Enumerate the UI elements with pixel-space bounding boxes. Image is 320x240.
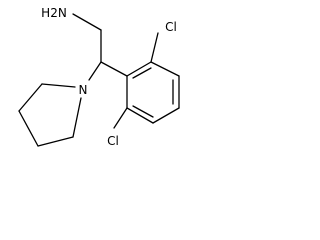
dichlorophenyl-ring — [113, 32, 180, 129]
phenyl-double-bond-c1-c2 — [132, 67, 152, 79]
phenyl-double-bond-c5-c6 — [132, 105, 154, 118]
chlorine-top-label: Cl — [165, 20, 177, 34]
pyrrolidine-bond-c5-n — [72, 97, 82, 138]
bond-phenyl-to-chlorine-top — [150, 32, 159, 63]
phenyl-bond-c5-c6 — [126, 107, 154, 124]
pyrrolidine-nitrogen-label: N — [79, 83, 88, 97]
ethylamine-chain — [72, 13, 128, 81]
pyrrolidine-bond-c3-c4 — [18, 110, 39, 147]
bond-ch-to-pyrrolidine-n — [88, 61, 102, 81]
pyrrolidine-bond-n-c2 — [41, 83, 76, 88]
phenyl-bond-c2-c3 — [150, 61, 180, 77]
pyrrolidine-bond-c4-c5 — [37, 136, 74, 147]
pyrrolidine-ring — [18, 83, 82, 147]
phenyl-bond-c4-c5 — [152, 107, 180, 124]
bond-nh2-to-ch2 — [72, 13, 102, 31]
bond-ch-to-phenyl — [100, 61, 128, 77]
amine-label: H2N — [41, 6, 67, 20]
phenyl-bond-c1-c2 — [126, 61, 152, 77]
bond-phenyl-to-chlorine-bottom — [113, 107, 128, 129]
pyrrolidine-bond-c2-c3 — [18, 83, 43, 112]
chemical-structure-diagram: H2N N Cl Cl — [18, 6, 180, 148]
chlorine-bottom-label: Cl — [107, 134, 119, 148]
